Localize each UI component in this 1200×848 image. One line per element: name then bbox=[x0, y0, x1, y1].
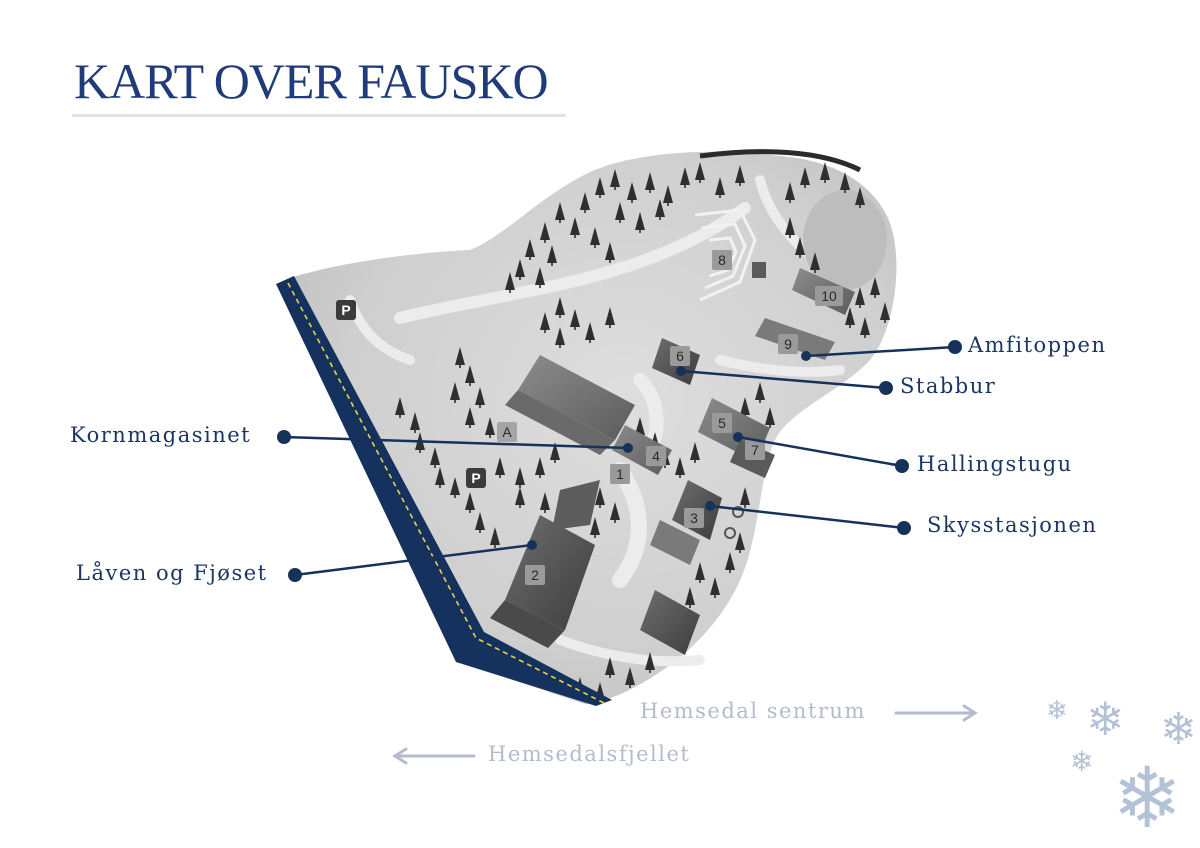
title-underline bbox=[72, 114, 566, 117]
badge-3: 3 bbox=[684, 508, 704, 528]
parking-icon: P bbox=[466, 468, 486, 488]
badge-8: 8 bbox=[712, 250, 732, 270]
svg-text:A: A bbox=[502, 424, 512, 440]
svg-text:6: 6 bbox=[676, 348, 684, 364]
svg-text:5: 5 bbox=[718, 415, 726, 431]
leader-lines bbox=[277, 340, 962, 582]
svg-text:2: 2 bbox=[531, 567, 539, 583]
svg-text:3: 3 bbox=[690, 510, 698, 526]
snowflake-icon: ❄ bbox=[1086, 692, 1125, 746]
direction-hemsedal-sentrum: Hemsedal sentrum bbox=[640, 699, 866, 723]
label-skysstasjonen: Skysstasjonen bbox=[927, 513, 1098, 537]
direction-arrows bbox=[392, 704, 978, 765]
badge-10: 10 bbox=[815, 286, 843, 306]
badge-9: 9 bbox=[778, 334, 798, 354]
badge-1: 1 bbox=[610, 464, 630, 484]
snowflake-icon: ❄ bbox=[1160, 704, 1197, 755]
svg-text:9: 9 bbox=[784, 336, 792, 352]
badge-7: 7 bbox=[745, 440, 765, 460]
svg-text:P: P bbox=[341, 302, 350, 318]
badge-6: 6 bbox=[670, 346, 690, 366]
arrow-right-head-icon bbox=[962, 704, 978, 722]
svg-text:4: 4 bbox=[652, 448, 660, 464]
snowflake-icon: ❄ bbox=[1070, 745, 1094, 778]
svg-text:7: 7 bbox=[751, 442, 759, 458]
svg-text:10: 10 bbox=[821, 288, 837, 304]
svg-text:P: P bbox=[471, 470, 480, 486]
snowflake-icon: ❄ bbox=[1112, 749, 1183, 847]
map-number-badges: 1 2 3 4 5 6 7 8 bbox=[336, 250, 843, 585]
svg-text:8: 8 bbox=[718, 252, 726, 268]
road bbox=[276, 276, 612, 706]
label-stabbur: Stabbur bbox=[900, 374, 997, 398]
label-laaven-og-fjoset: Låven og Fjøset bbox=[76, 561, 268, 585]
badge-4: 4 bbox=[646, 446, 666, 466]
svg-text:1: 1 bbox=[616, 466, 624, 482]
arrow-left-head-icon bbox=[392, 747, 408, 765]
label-hallingstugu: Hallingstugu bbox=[917, 452, 1073, 476]
amphitheatre bbox=[694, 208, 757, 302]
parking-icon: P bbox=[336, 300, 356, 320]
label-amfitoppen: Amfitoppen bbox=[968, 333, 1107, 357]
snowflake-icon: ❄ bbox=[1046, 696, 1068, 726]
badge-area-a: A bbox=[497, 422, 517, 442]
label-kornmagasinet: Kornmagasinet bbox=[70, 423, 252, 447]
badge-2: 2 bbox=[525, 565, 545, 585]
badge-5: 5 bbox=[712, 413, 732, 433]
map-title: KART OVER FAUSKO bbox=[74, 53, 549, 109]
pond bbox=[803, 190, 887, 290]
direction-hemsedalsfjellet: Hemsedalsfjellet bbox=[488, 742, 691, 766]
